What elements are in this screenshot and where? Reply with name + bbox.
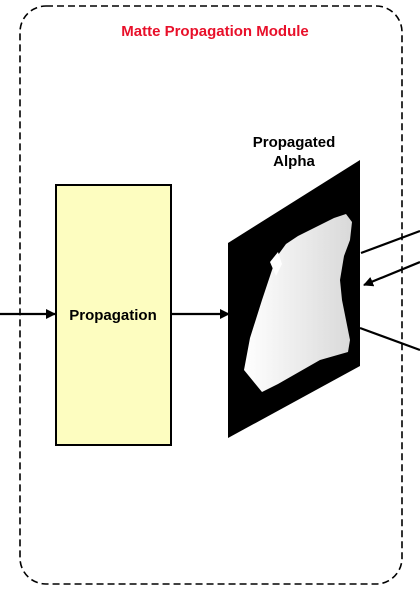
module-border xyxy=(19,5,403,585)
output-arrow-bottom xyxy=(359,326,420,352)
output-arrow-top xyxy=(360,229,420,255)
alpha-matte-image xyxy=(228,160,360,438)
propagation-box xyxy=(55,184,172,446)
module-title: Matte Propagation Module xyxy=(121,23,309,40)
output-arrow-middle xyxy=(363,260,420,287)
output-label-line2: Alpha xyxy=(273,153,315,170)
output-label-line1: Propagated xyxy=(253,134,336,151)
matte-foreground-shape xyxy=(244,214,352,392)
propagation-label: Propagation xyxy=(69,307,157,324)
